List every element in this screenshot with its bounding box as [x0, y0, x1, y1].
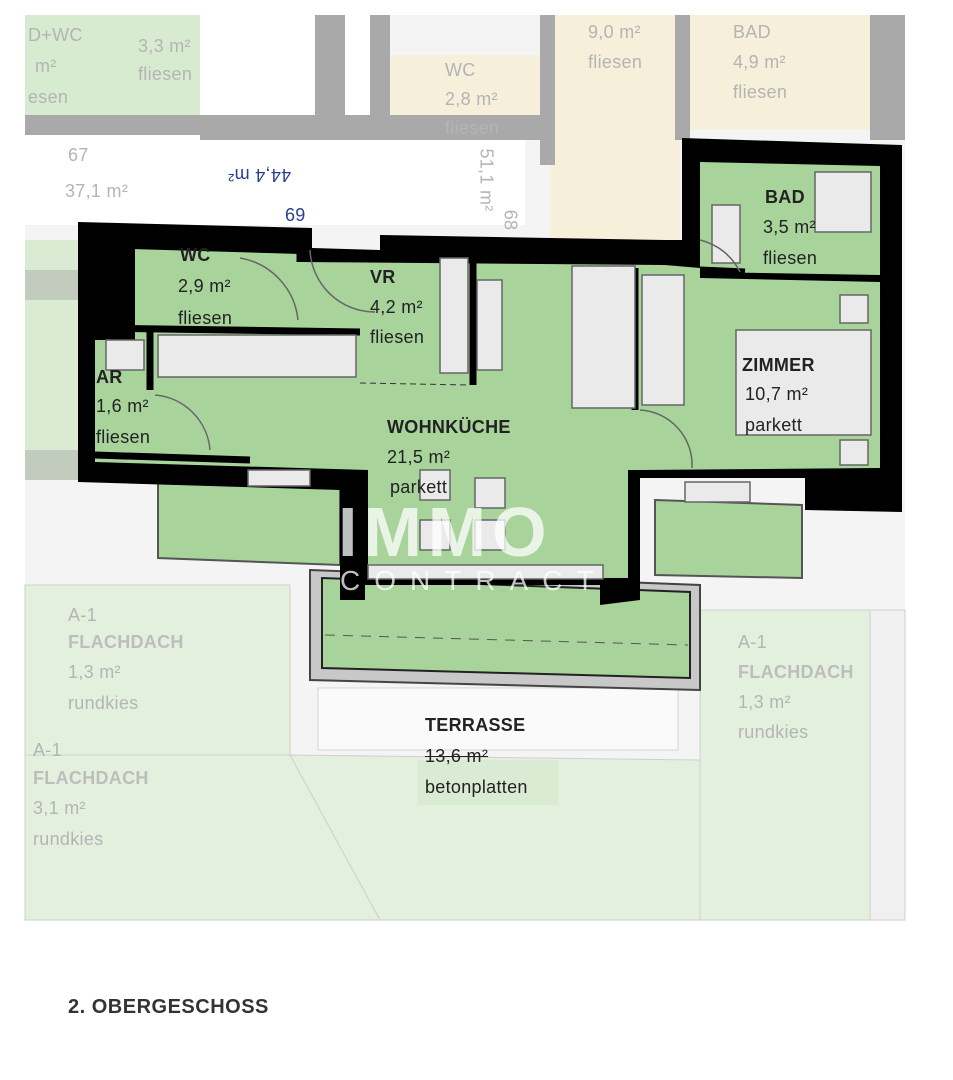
neighbor-room-floor: fliesen — [588, 52, 643, 72]
balconies — [157, 480, 803, 692]
room-wohnkueche-area: 21,5 m² — [387, 447, 451, 467]
neighbor-tr-area: 3,3 m² — [138, 36, 191, 56]
neighbor-badwc-area: m² — [35, 56, 57, 76]
room-wohnkueche-floor: parkett — [390, 477, 448, 497]
flachdach-3-floor: rundkies — [33, 829, 104, 849]
flachdach-3-name: FLACHDACH — [33, 768, 149, 788]
neighbor-bad-floor: fliesen — [733, 82, 788, 102]
neighbor-badwc-floor: esen — [28, 87, 69, 107]
flachdach-1-name: FLACHDACH — [68, 632, 184, 652]
neighbor-badwc-name: D+WC — [28, 25, 83, 45]
flachdach-2-area: 1,3 m² — [738, 692, 791, 712]
neighbor-wc-area: 2,8 m² — [445, 89, 498, 109]
neighbor-room-area: 9,0 m² — [588, 22, 641, 42]
flachdach-1-code: A-1 — [68, 605, 97, 625]
room-vr-floor: fliesen — [370, 327, 425, 347]
terrasse-floor: betonplatten — [425, 777, 528, 797]
neighbor-tr-floor: fliesen — [138, 64, 193, 84]
flachdach-1-area: 1,3 m² — [68, 662, 121, 682]
unit-69-area: 44,4 m² — [228, 165, 292, 185]
room-zimmer-floor: parkett — [745, 415, 803, 435]
room-wc-name: WC — [180, 245, 211, 265]
room-ar-name: AR — [96, 367, 123, 387]
room-zimmer-name: ZIMMER — [742, 355, 815, 375]
threshold-line — [359, 382, 471, 386]
room-vr-name: VR — [370, 267, 396, 287]
neighbor-wc-name: WC — [445, 60, 476, 80]
watermark-logo-line2: CONTRACT — [340, 565, 608, 596]
room-wc-floor: fliesen — [178, 308, 233, 328]
room-vr-area: 4,2 m² — [370, 297, 423, 317]
flachdach-2-code: A-1 — [738, 632, 767, 652]
room-wc-area: 2,9 m² — [178, 276, 231, 296]
unit-67-area: 37,1 m² — [65, 181, 129, 201]
flachdach-areas — [24, 584, 906, 921]
neighbor-units — [25, 15, 905, 480]
watermark-logo-line1: IMMO — [338, 493, 553, 571]
flachdach-3-code: A-1 — [33, 740, 62, 760]
flachdach-2-name: FLACHDACH — [738, 662, 854, 682]
room-bad-area: 3,5 m² — [763, 217, 816, 237]
flachdach-3-area: 3,1 m² — [33, 798, 86, 818]
terrasse-name: TERRASSE — [425, 715, 526, 735]
neighbor-wc-floor: fliesen — [445, 118, 500, 138]
room-bad-name: BAD — [765, 187, 805, 207]
neighbor-bad-name: BAD — [733, 22, 771, 42]
room-ar-area: 1,6 m² — [96, 396, 149, 416]
terrace-paving — [317, 687, 679, 805]
floor-caption: 2. OBERGESCHOSS — [68, 996, 269, 1018]
room-wohnkueche-name: WOHNKÜCHE — [387, 417, 511, 437]
unit-68-area: 51,1 m² — [476, 148, 497, 212]
room-bad-floor: fliesen — [763, 248, 818, 268]
fixtures — [105, 171, 872, 580]
neighbor-bad-area: 4,9 m² — [733, 52, 786, 72]
flachdach-1-floor: rundkies — [68, 693, 139, 713]
room-ar-floor: fliesen — [96, 427, 151, 447]
unit-67-number: 67 — [68, 145, 89, 165]
unit-69-number: 69 — [285, 205, 306, 225]
room-zimmer-area: 10,7 m² — [745, 384, 809, 404]
unit-68-number: 68 — [500, 209, 521, 231]
flachdach-2-floor: rundkies — [738, 722, 809, 742]
terrasse-area: 13,6 m² — [425, 746, 489, 766]
